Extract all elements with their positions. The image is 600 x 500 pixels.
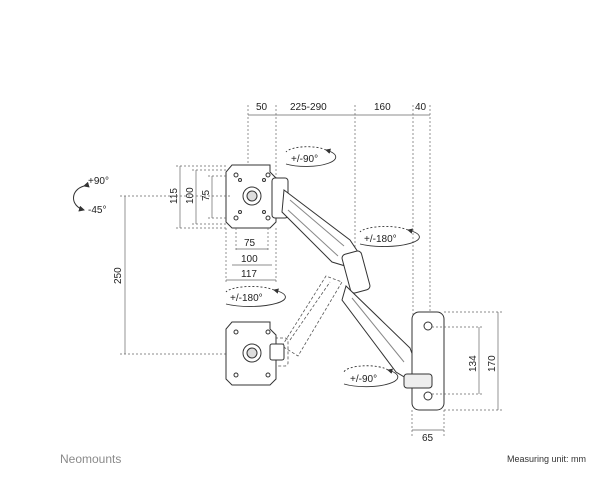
- vesa-plate-upper: [225, 164, 277, 229]
- brand-logo-text: Neomounts: [60, 452, 122, 466]
- wall-plate: [403, 311, 445, 411]
- arm-swivel-lower-arrow-icon: [225, 286, 286, 307]
- tilt-down-label: -45°: [88, 205, 106, 216]
- dim-vesa-100-h: 100: [241, 254, 258, 265]
- arm-swivel-lower-label: +/-180°: [230, 293, 263, 304]
- dim-vesa-75-v: 75: [201, 189, 212, 201]
- tilt-up-label: +90°: [88, 176, 109, 187]
- dim-vesa-115: 115: [169, 188, 180, 204]
- monitor-arm-lower-segment: [341, 285, 419, 379]
- dim-top-225-290: 225-290: [290, 102, 327, 113]
- dim-wall-170: 170: [487, 355, 498, 372]
- dim-height-250: 250: [113, 267, 124, 284]
- head-swivel-arrow-icon: [285, 146, 337, 167]
- measuring-unit-label: Measuring unit: mm: [506, 454, 586, 464]
- dim-vesa-100-v: 100: [185, 187, 196, 204]
- dim-top-160: 160: [374, 102, 391, 113]
- dim-top-50: 50: [256, 102, 268, 113]
- arm-swivel-upper-arrow-icon: [359, 226, 420, 247]
- monitor-arm-upper: [271, 177, 371, 294]
- wall-plate-dimensions: [411, 311, 502, 436]
- wall-swivel-arrow-icon: [343, 365, 399, 388]
- dim-wall-134: 134: [468, 355, 479, 372]
- arm-swivel-upper-label: +/-180°: [364, 234, 397, 245]
- vesa-horizontal-dimensions: [225, 228, 277, 284]
- dim-wall-65: 65: [422, 433, 434, 444]
- tilt-arrow-icon: [73, 181, 90, 212]
- dim-vesa-117: 117: [241, 269, 257, 280]
- top-dimension-line: [247, 105, 431, 320]
- head-swivel-label: +/-90°: [291, 154, 318, 165]
- dim-top-40: 40: [415, 102, 427, 113]
- dim-vesa-75-h: 75: [244, 238, 256, 249]
- height-travel-dimension: [120, 195, 230, 355]
- wall-swivel-label: +/-90°: [350, 374, 377, 385]
- vesa-plate-lower: [225, 321, 285, 386]
- vesa-vertical-dimensions: [176, 165, 226, 229]
